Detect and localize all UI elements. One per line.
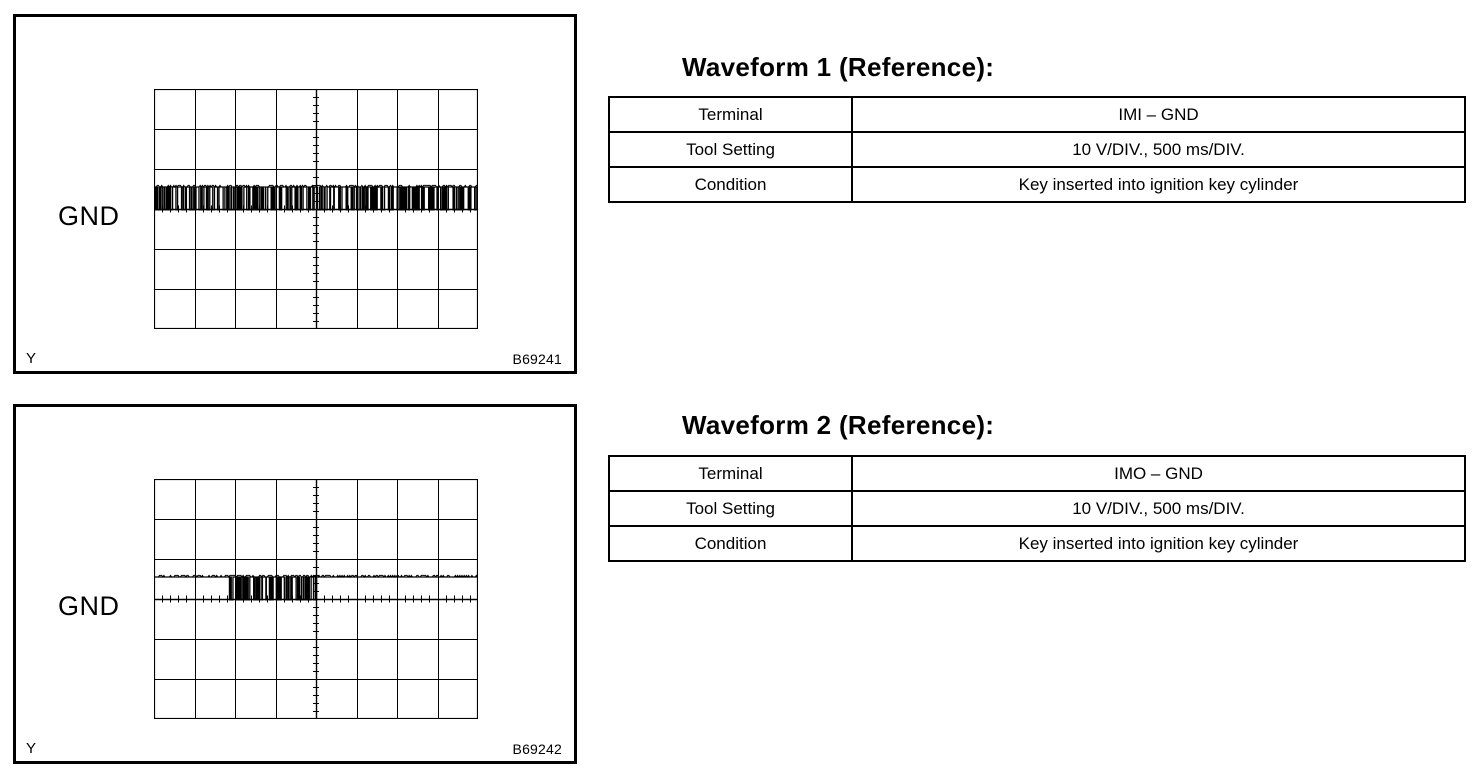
condition-label-2: Condition	[608, 525, 853, 562]
condition-value-1: Key inserted into ignition key cylinder	[851, 166, 1466, 203]
waveform-trace-2	[154, 574, 478, 601]
corner-mark-2: Y	[26, 740, 37, 757]
waveform-2-heading: Waveform 2 (Reference):	[682, 410, 995, 440]
waveform-trace-1	[154, 184, 478, 211]
figure-code-2: B69242	[512, 741, 562, 757]
waveform-1-heading: Waveform 1 (Reference):	[682, 52, 995, 82]
waveform-1-table: Terminal IMI – GND Tool Setting 10 V/DIV…	[608, 96, 1466, 203]
table-row: Terminal IMI – GND	[608, 96, 1466, 133]
terminal-label-1: Terminal	[608, 96, 853, 133]
tool-setting-value-1: 10 V/DIV., 500 ms/DIV.	[851, 131, 1466, 168]
oscilloscope-panel-2: GND Y B69242	[13, 404, 577, 764]
terminal-value-2: IMO – GND	[851, 455, 1466, 492]
condition-value-2: Key inserted into ignition key cylinder	[851, 525, 1466, 562]
table-row: Terminal IMO – GND	[608, 455, 1466, 492]
terminal-label-2: Terminal	[608, 455, 853, 492]
corner-mark-1: Y	[26, 350, 37, 367]
figure-code-1: B69241	[512, 351, 562, 367]
condition-label-1: Condition	[608, 166, 853, 203]
oscilloscope-panel-1: GND Y B69241	[13, 14, 577, 374]
waveform-graph-2	[154, 479, 478, 719]
tool-setting-label-1: Tool Setting	[608, 131, 853, 168]
tool-setting-value-2: 10 V/DIV., 500 ms/DIV.	[851, 490, 1466, 527]
table-row: Condition Key inserted into ignition key…	[608, 525, 1466, 562]
table-row: Tool Setting 10 V/DIV., 500 ms/DIV.	[608, 490, 1466, 527]
waveform-graph-1	[154, 89, 478, 329]
gnd-axis-label-1: GND	[58, 201, 120, 231]
table-row: Condition Key inserted into ignition key…	[608, 166, 1466, 203]
terminal-value-1: IMI – GND	[851, 96, 1466, 133]
tool-setting-label-2: Tool Setting	[608, 490, 853, 527]
waveform-2-table: Terminal IMO – GND Tool Setting 10 V/DIV…	[608, 455, 1466, 562]
gnd-axis-label-2: GND	[58, 591, 120, 621]
table-row: Tool Setting 10 V/DIV., 500 ms/DIV.	[608, 131, 1466, 168]
